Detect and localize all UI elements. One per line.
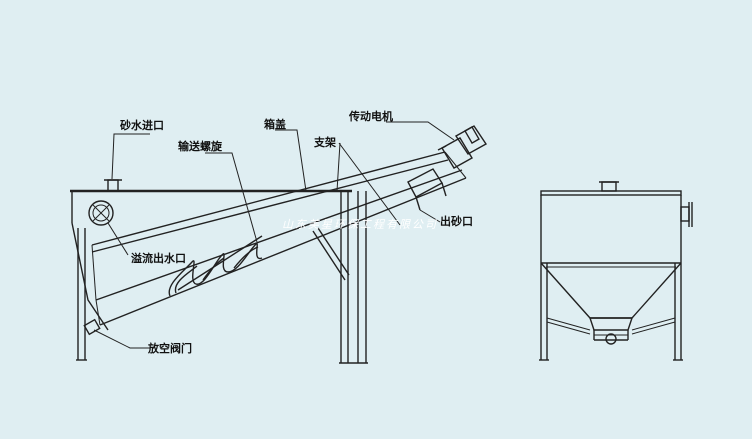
- hopper: [540, 262, 682, 319]
- side-view-tank: [70, 179, 352, 361]
- front-view-tank: [539, 181, 693, 361]
- label-sand-outlet: 出砂口: [440, 214, 473, 228]
- company-watermark: 山东美星环保工程有限公司: [282, 218, 438, 231]
- support-frame: [312, 191, 368, 364]
- label-tank-cover: 箱盖: [264, 117, 286, 131]
- bottom-valve: [605, 333, 617, 345]
- label-overflow-outlet: 溢流出水口: [131, 251, 186, 265]
- label-drive-motor: 传动电机: [348, 109, 393, 123]
- label-drain-valve: 放空阀门: [147, 341, 192, 355]
- label-support-frame: 支架: [313, 135, 336, 149]
- label-sand-water-inlet: 砂水进口: [120, 118, 164, 132]
- drain-valve: [83, 318, 101, 336]
- conveying-screw-flights: [168, 235, 263, 297]
- screw-trough: [91, 151, 467, 326]
- leader-lines: [93, 121, 455, 349]
- sand-outlet-box: [407, 168, 447, 211]
- drive-motor: [437, 125, 488, 169]
- front-inlet-pipe: [601, 181, 617, 192]
- inlet-pipe: [107, 179, 119, 192]
- overflow-outlet-circle: [88, 200, 114, 226]
- label-conveying-screw: 输送螺旋: [178, 139, 223, 153]
